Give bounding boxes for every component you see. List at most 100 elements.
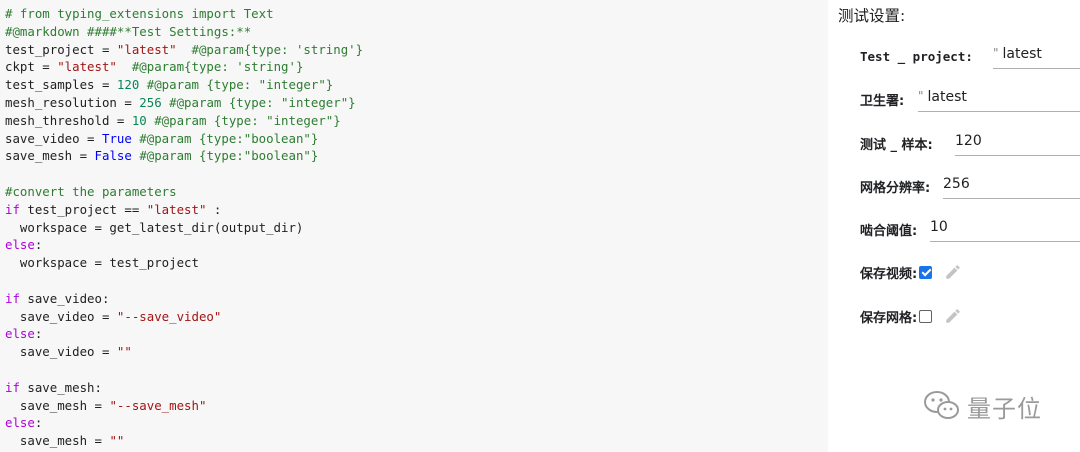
code-lines: # from typing_extensions import Text#@ma… <box>5 5 363 450</box>
code-line: workspace = get_latest_dir(output_dir) <box>5 219 363 237</box>
code-token: "--save_mesh" <box>109 397 207 413</box>
code-line <box>5 272 363 290</box>
code-line: workspace = test_project <box>5 254 363 272</box>
code-token: else <box>5 237 35 253</box>
code-token: test_project == <box>19 201 147 217</box>
code-token: 256 <box>139 94 162 110</box>
code-token: workspace = test_project <box>5 255 199 271</box>
ckpt-input[interactable]: "latest <box>918 86 1080 112</box>
code-token: save_video = <box>5 308 117 324</box>
code-token: if <box>5 201 20 217</box>
save-video-checkbox[interactable] <box>919 265 933 279</box>
code-token: workspace = get_latest_dir(output_dir) <box>5 219 304 235</box>
code-editor[interactable]: # from typing_extensions import Text#@ma… <box>0 0 828 452</box>
code-token: #@param {type: "integer"} <box>169 94 356 110</box>
code-line: else: <box>5 414 363 432</box>
code-line: else: <box>5 325 363 343</box>
watermark-text: 量子位 <box>967 394 1042 423</box>
code-line: ckpt = "latest" #@param{type: 'string'} <box>5 58 363 76</box>
code-line: # from typing_extensions import Text <box>5 5 363 23</box>
code-token: "latest" <box>116 41 177 57</box>
mesh-resolution-value: 256 <box>943 176 970 192</box>
test-samples-label: 测试 _ 样本: <box>860 137 933 153</box>
code-line: #@markdown ####**Test Settings:** <box>5 23 363 41</box>
code-token: save_mesh = <box>5 397 110 413</box>
code-token: "--save_video" <box>116 308 222 324</box>
code-token: test_project = <box>5 41 117 57</box>
code-token: #@param{type: 'string'} <box>191 41 364 57</box>
test-project-row: Test _ project: <box>860 43 973 69</box>
code-token: 120 <box>116 77 140 93</box>
mesh-threshold-input[interactable]: 10 <box>930 216 1080 242</box>
code-token: test_samples = <box>5 77 117 93</box>
code-line <box>5 361 363 379</box>
form-title: 测试设置: <box>838 7 906 25</box>
test-project-value: latest <box>1002 46 1042 62</box>
code-token: save_mesh = <box>5 433 110 449</box>
code-token: True <box>101 130 132 146</box>
ckpt-value: latest <box>927 89 967 105</box>
test-samples-input[interactable]: 120 <box>955 130 1080 156</box>
code-token: #convert the parameters <box>5 183 177 199</box>
code-token: save_mesh = <box>5 148 95 164</box>
ckpt-label: 卫生署: <box>860 93 905 109</box>
save-video-label: 保存视频: <box>860 266 918 282</box>
mesh-resolution-input[interactable]: 256 <box>943 173 1080 199</box>
code-token: else <box>5 326 35 342</box>
code-token: #@param {type:"boolean"} <box>139 130 319 146</box>
code-token: save_video = <box>5 130 102 146</box>
code-token: if <box>5 290 20 306</box>
code-token: save_video = <box>5 344 117 360</box>
code-token: mesh_threshold = <box>5 112 132 128</box>
code-token: : <box>34 237 43 253</box>
code-token: save_mesh: <box>19 379 102 395</box>
pencil-icon[interactable] <box>944 263 962 281</box>
code-line: test_project = "latest" #@param{type: 's… <box>5 41 363 59</box>
code-token: ckpt = <box>5 59 58 75</box>
code-line: if save_mesh: <box>5 379 363 397</box>
save-mesh-checkbox[interactable] <box>919 309 933 323</box>
code-token: : <box>34 415 43 431</box>
code-line: mesh_threshold = 10 #@param {type: "inte… <box>5 112 363 130</box>
code-line: save_video = True #@param {type:"boolean… <box>5 130 363 148</box>
code-line: mesh_resolution = 256 #@param {type: "in… <box>5 94 363 112</box>
string-quote-icon: " <box>993 46 999 60</box>
code-line: save_video = "" <box>5 343 363 361</box>
string-quote-icon: " <box>918 89 924 103</box>
code-line: if test_project == "latest" : <box>5 201 363 219</box>
mesh-threshold-row: 啮合阈值: <box>860 216 917 242</box>
code-token <box>139 77 146 92</box>
code-line: save_mesh = "--save_mesh" <box>5 397 363 415</box>
save-mesh-label: 保存网格: <box>860 310 918 326</box>
pencil-icon[interactable] <box>944 307 962 325</box>
code-token: save_video: <box>19 290 110 306</box>
form-panel: 测试设置: Test _ project: "latest 卫生署: "late… <box>828 0 1080 452</box>
code-token: "" <box>109 433 125 449</box>
code-line: #convert the parameters <box>5 183 363 201</box>
watermark: 量子位 <box>923 386 1042 426</box>
code-token <box>117 59 132 74</box>
code-line: else: <box>5 236 363 254</box>
test-samples-value: 120 <box>955 133 982 149</box>
code-line: save_video = "--save_video" <box>5 308 363 326</box>
code-token: "latest" <box>146 201 207 217</box>
mesh-threshold-label: 啮合阈值: <box>860 223 918 239</box>
code-token: : <box>206 201 222 217</box>
test-project-input[interactable]: "latest <box>993 43 1080 69</box>
code-token: #@markdown ####**Test Settings:** <box>5 23 252 39</box>
code-line: save_mesh = "" <box>5 432 363 450</box>
save-video-row: 保存视频: <box>860 259 962 285</box>
code-token: mesh_resolution = <box>5 94 140 110</box>
wechat-icon <box>924 391 959 419</box>
code-token: False <box>94 148 132 164</box>
code-token <box>177 42 192 57</box>
code-line: test_samples = 120 #@param {type: "integ… <box>5 76 363 94</box>
code-token: #@param {type: "integer"} <box>146 77 334 93</box>
mesh-resolution-label: 网格分辨率: <box>860 180 931 196</box>
mesh-resolution-row: 网格分辨率: <box>860 173 930 199</box>
code-token: 10 <box>131 112 147 128</box>
code-token: if <box>5 379 20 395</box>
code-token: "" <box>116 344 132 360</box>
code-token: else <box>5 415 35 431</box>
code-line: if save_video: <box>5 290 363 308</box>
